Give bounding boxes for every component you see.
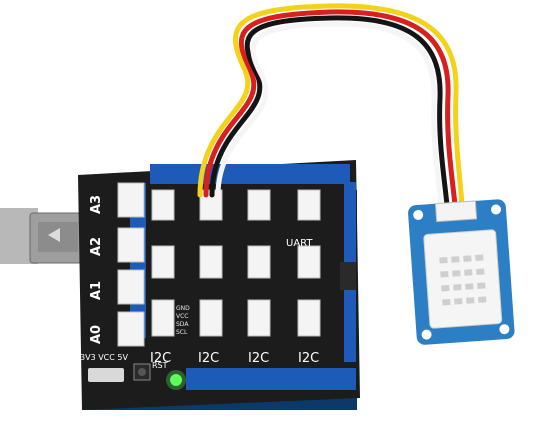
sensor-module [408,199,515,345]
shield-pcb [78,160,360,410]
uart-label: UART [286,238,313,249]
analog-connectors [117,182,145,347]
sensor-grove-connector [434,200,478,223]
power-label: 3V3 VCC 5V [80,353,128,362]
usb-icon [48,228,60,242]
sensor-mount-hole-tr [491,204,502,215]
pin-labels: GND VCC SDA SCL [176,305,190,336]
i2c-label-3: I2C [248,351,269,366]
pin-label-scl: SCL [176,329,188,336]
base-shield: A3 A2 A1 A0 GND VCC SDA SCL I2C [78,160,360,410]
bottom-header [186,368,356,390]
pin-label-sda: SDA [176,321,189,328]
wire-black [209,15,450,208]
i2c-label-1: I2C [150,351,171,366]
port-label-a2: A2 [89,237,104,256]
pin-label-gnd: GND [176,305,190,312]
port-label-a0: A0 [89,325,104,344]
jumper-header [340,262,356,290]
top-header [150,164,350,184]
sensor-mount-hole-br [499,324,510,335]
i2c-label-2: I2C [198,351,219,366]
wire-red [203,9,458,208]
sensor-mount-hole-tl [413,209,424,220]
usb-cable [0,208,91,264]
sensor-mount-hole-bl [421,329,432,340]
pin-label-vcc: VCC [176,313,188,320]
reset-button-cap [138,368,146,376]
power-led-glow [166,370,186,390]
sensor-vents [439,254,487,306]
port-label-a1: A1 [89,281,104,300]
wire-white [215,21,444,208]
grove-cable [197,3,465,208]
power-led [170,374,182,386]
wire-yellow [197,3,465,208]
grove-connector-grid [151,189,321,337]
power-switch [88,368,124,382]
port-label-a3: A3 [89,195,104,214]
rst-label: RST [152,361,168,370]
sensor-housing [423,229,503,329]
i2c-label-4: I2C [298,351,319,366]
